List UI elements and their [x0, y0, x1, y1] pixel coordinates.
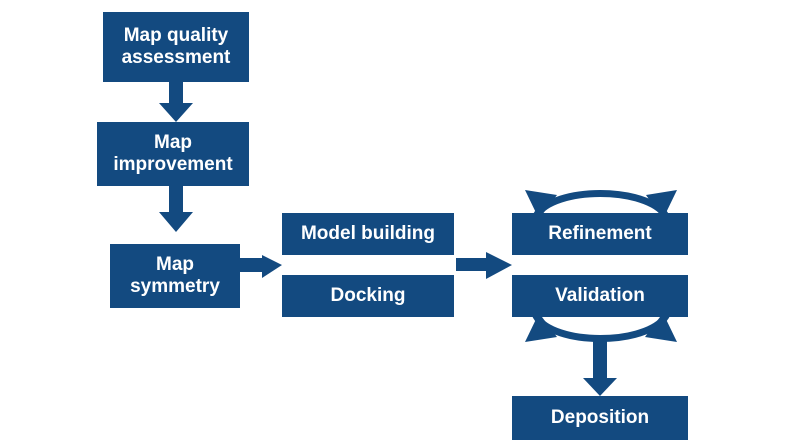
node-label-refinement: Refinement: [548, 222, 652, 244]
node-label-map-symmetry: Map symmetry: [130, 253, 220, 297]
node-map-symmetry[interactable]: Map symmetry: [110, 244, 240, 308]
arrow-quality-to-improvement: [159, 82, 193, 122]
node-docking[interactable]: Docking: [282, 275, 454, 317]
node-label-map-quality-assessment: Map quality assessment: [121, 24, 231, 68]
arrow-cycle-top: [525, 190, 677, 220]
arrow-cycle-to-deposition: [583, 340, 617, 396]
node-label-validation: Validation: [555, 284, 645, 306]
node-label-model-building: Model building: [300, 222, 436, 244]
node-model-building[interactable]: Model building: [282, 213, 454, 255]
arrow-improvement-to-symmetry: [159, 186, 193, 232]
node-map-improvement[interactable]: Map improvement: [97, 122, 249, 186]
node-label-deposition: Deposition: [550, 406, 650, 428]
arrow-symmetry-to-building: [240, 255, 282, 278]
node-map-quality-assessment[interactable]: Map quality assessment: [103, 12, 249, 82]
arrow-cycle-bottom: [525, 312, 677, 342]
node-label-map-improvement: Map improvement: [113, 131, 233, 175]
arrow-building-to-refinement: [456, 252, 512, 279]
node-deposition[interactable]: Deposition: [512, 396, 688, 440]
node-refinement[interactable]: Refinement: [512, 213, 688, 255]
node-validation[interactable]: Validation: [512, 275, 688, 317]
node-label-docking: Docking: [330, 284, 406, 306]
